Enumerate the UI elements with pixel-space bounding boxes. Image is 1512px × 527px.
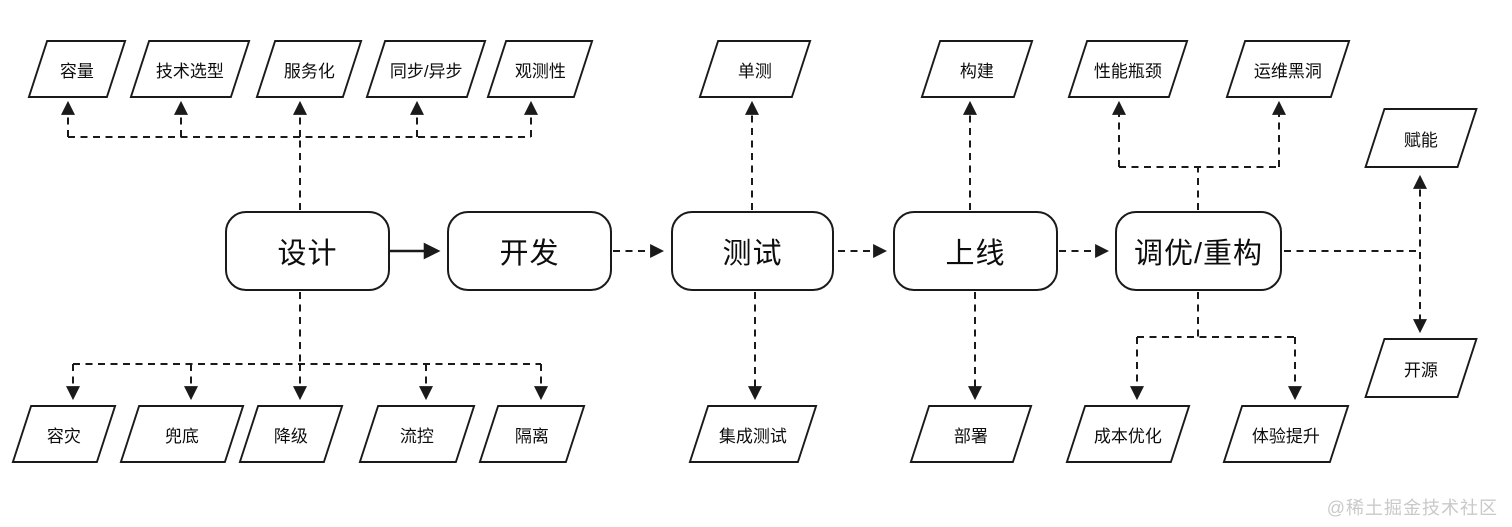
- stage-tune-refactor-label: 调优/重构: [1133, 238, 1264, 270]
- node-open-source: 开源: [1364, 338, 1478, 398]
- stage-design: 设计: [225, 211, 390, 291]
- stage-test-label: 测试: [722, 238, 783, 270]
- stage-test: 测试: [671, 211, 834, 291]
- edge-tune-top-branch: [1112, 100, 1286, 210]
- node-servitization: 服务化: [255, 40, 363, 98]
- node-experience-improvement: 体验提升: [1222, 405, 1350, 463]
- node-deploy: 部署: [909, 405, 1033, 463]
- node-integration-test: 集成测试: [688, 405, 818, 463]
- node-sync-async: 同步/异步: [365, 40, 487, 98]
- edge-tune-bottom-branch: [1130, 292, 1302, 401]
- node-build: 构建: [920, 40, 1034, 98]
- stage-launch: 上线: [893, 211, 1058, 291]
- node-unit-test: 单测: [698, 40, 812, 98]
- edge-design-bottom-branch: [66, 292, 548, 401]
- stage-tune-refactor: 调优/重构: [1115, 211, 1282, 291]
- edge-tune-right-branch: [1284, 174, 1427, 334]
- node-flow-control: 流控: [358, 405, 476, 463]
- stage-develop: 开发: [447, 211, 612, 291]
- node-fallback: 兜底: [119, 405, 245, 463]
- node-perf-bottleneck: 性能瓶颈: [1067, 40, 1189, 98]
- watermark: @稀土掘金技术社区: [1326, 498, 1498, 518]
- stage-develop-label: 开发: [499, 238, 560, 270]
- node-ops-blackhole: 运维黑洞: [1225, 40, 1351, 98]
- node-cost-optimization: 成本优化: [1065, 405, 1191, 463]
- node-tech-selection: 技术选型: [129, 40, 251, 98]
- stage-design-label: 设计: [277, 238, 338, 270]
- node-empower: 赋能: [1364, 108, 1478, 168]
- node-observability: 观测性: [486, 40, 594, 98]
- node-isolation: 隔离: [478, 405, 586, 463]
- edge-design-top-branch: [61, 100, 538, 210]
- stage-launch-label: 上线: [945, 238, 1006, 270]
